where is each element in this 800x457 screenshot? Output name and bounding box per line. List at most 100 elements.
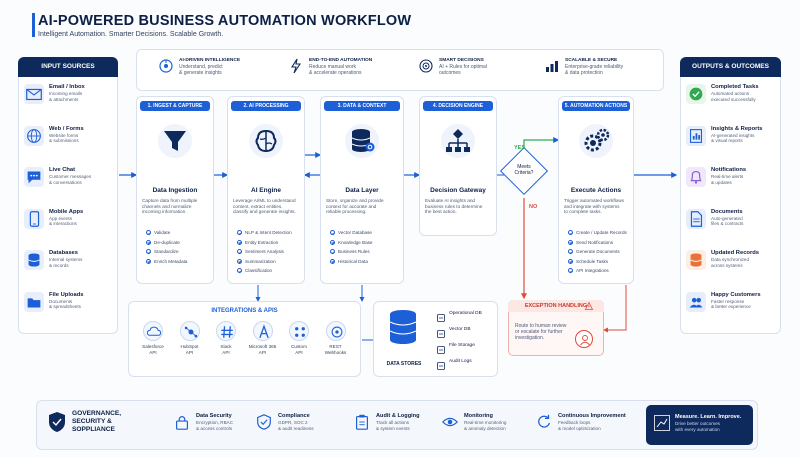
stage-bullet: Sentiment Analysis: [237, 247, 303, 256]
stage-title: Execute Actions: [570, 187, 622, 194]
output-item-desc: Faster response: [711, 298, 745, 304]
users-icon: [686, 291, 706, 312]
hash-icon: [216, 321, 236, 341]
input-source-item-desc: App events: [49, 215, 72, 221]
stage-bullet: Knowledge Base: [330, 238, 402, 247]
growth-chart-icon: [546, 61, 558, 72]
integration-type: API: [222, 349, 230, 355]
report-icon: [686, 125, 706, 146]
title-accent: [32, 13, 35, 37]
output-item-desc: across systems: [711, 262, 743, 268]
trend-chart-icon: [654, 415, 670, 431]
stage-description: Store, organize and provide: [326, 198, 384, 203]
footer-item-desc: Encryption, RBAC: [196, 420, 234, 425]
warning-icon: [584, 301, 594, 310]
db-icon: [686, 250, 706, 270]
output-item-desc: AI-generated insights: [711, 132, 755, 138]
data-store-item[interactable]: Operational DB: [437, 309, 482, 322]
dbstack-icon: [345, 124, 379, 158]
folder-icon: [24, 291, 44, 312]
check-circle-icon: [146, 239, 151, 245]
eye-icon: [441, 413, 459, 431]
footer-item-desc: Feedback loops: [558, 420, 591, 425]
integrations-panel: [128, 301, 361, 377]
check-circle-icon: [146, 230, 151, 235]
target-icon: [419, 59, 433, 73]
governance-heading: GOVERNANCE,SECURITY &SOPPLIANCE: [72, 410, 122, 433]
data-store-item[interactable]: Audit Logs: [437, 357, 472, 370]
check-icon: [686, 84, 706, 104]
refresh-icon: [535, 413, 553, 431]
stage-decision-engine-header: 4. DECISION ENGINE: [423, 101, 493, 111]
output-item-title: Updated Records: [711, 250, 759, 256]
integrations-heading: INTEGRATIONS & APIS: [211, 308, 278, 314]
integration-name: Microsoft 365: [248, 344, 277, 349]
stage-ai-processing-header: 2. AI PROCESSING: [231, 101, 301, 111]
output-item-title: Completed Tasks: [711, 84, 759, 90]
hub-icon: [179, 321, 200, 341]
arrow-actions-to-exception: [603, 285, 627, 333]
integration-name: Salesforce: [142, 344, 164, 349]
stage-description: content, extract entities,: [233, 203, 283, 209]
stage-description: incoming information.: [142, 209, 187, 215]
integration-type: API: [185, 349, 194, 355]
data-store-item[interactable]: Vector DB: [437, 325, 471, 338]
stage-bullet: API Integrations: [568, 266, 632, 275]
stage-description: business rules to determine: [425, 203, 483, 209]
output-item-desc: & updates: [711, 179, 732, 185]
input-source-item-desc: Incoming emails: [49, 91, 83, 96]
check-circle-icon: [237, 239, 242, 245]
storage-icon: [437, 357, 445, 370]
stage-bullet: Create / Update Records: [568, 228, 632, 237]
footer-item-desc: & audit readiness: [278, 425, 314, 431]
input-source-item-title: Live Chat: [49, 167, 76, 173]
stage-bullet: Validate: [146, 228, 212, 237]
db-icon: [24, 250, 44, 270]
padlock-icon: [173, 413, 191, 431]
stage-bullet: Historical Data: [330, 257, 402, 266]
stage-description: Leverage AI/ML to understand: [233, 198, 296, 203]
stage-decision-engine-card[interactable]: [419, 96, 497, 236]
footer-item-title: Audit & Logging: [376, 413, 420, 419]
check-circle-icon: [237, 258, 242, 264]
footer-item-desc: & anomaly detection: [464, 425, 506, 431]
check-circle-icon: [568, 239, 573, 245]
stage-bullet: Send Notifications: [568, 238, 632, 247]
input-source-item-desc: & records: [49, 262, 69, 268]
integration-type: API: [295, 349, 303, 355]
globe-icon: [24, 125, 44, 146]
stage-description: Capture data from multiple: [142, 198, 198, 203]
stage-description: the best action.: [425, 209, 457, 215]
output-item-desc: files & contracts: [711, 221, 744, 226]
footer-item-title: Continuous Improvement: [558, 413, 626, 419]
output-item-title: Notifications: [711, 167, 747, 173]
output-item-title: Documents: [711, 208, 743, 215]
check-circle-icon: [146, 258, 151, 264]
data-store-item[interactable]: File Storage: [437, 341, 475, 354]
input-source-item-title: Databases: [49, 250, 79, 256]
